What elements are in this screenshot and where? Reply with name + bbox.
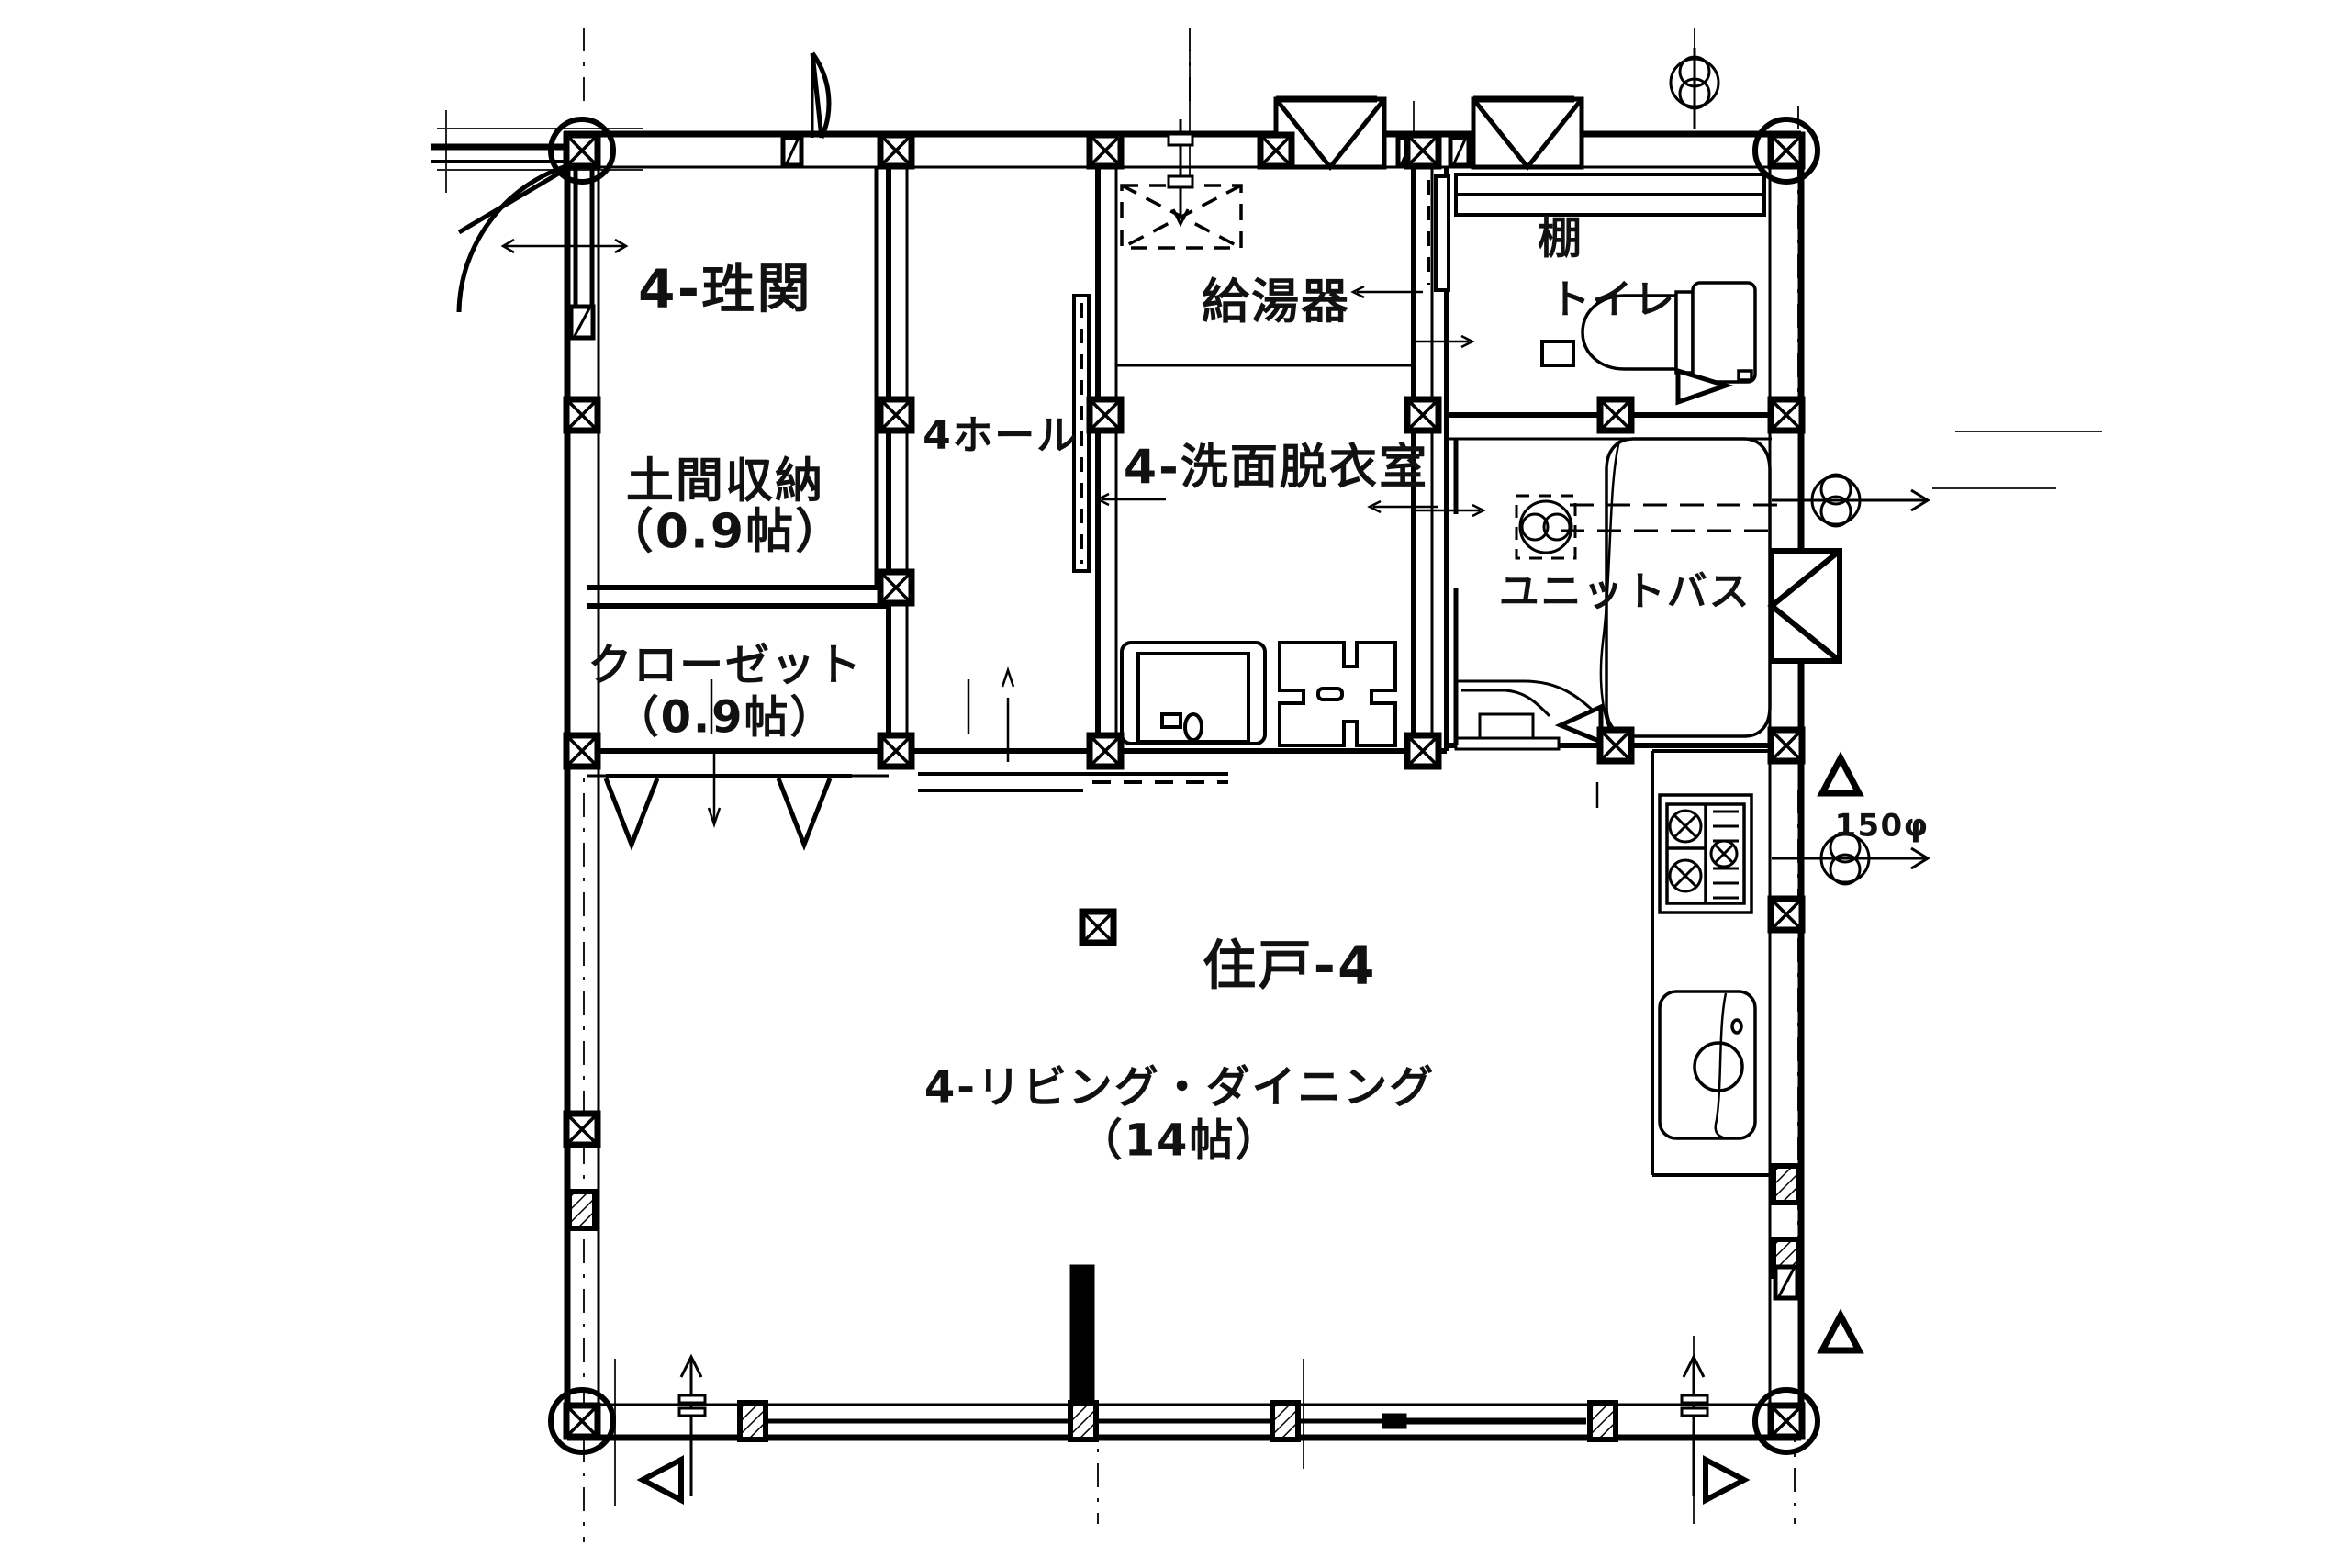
room-label-living-dining: 4-リビング・ダイニング (923, 1061, 1436, 1114)
room-label-genkan: 4-珄関 (638, 257, 812, 320)
room-label-washroom: 4-洗面脱衣室 (1123, 440, 1429, 496)
room-label-doma: 土間収納 (625, 454, 825, 510)
room-label-water-heater: 給湯器 (1201, 274, 1351, 330)
unit-title: 住戸-4 (1203, 934, 1377, 997)
room-label-unit-bath: ユニットバス (1498, 568, 1751, 616)
room-label-shelf: 棚 (1538, 212, 1583, 264)
annotation-duct-diameter: 150φ (1834, 807, 1930, 845)
room-label-toilet: トイレ (1550, 276, 1676, 324)
room-area-living-dining: （14帖） (1078, 1114, 1281, 1167)
room-area-doma: （0.9帖） (605, 504, 845, 560)
room-label-hall: 4ホール (923, 412, 1079, 460)
room-area-closet: （0.9帖） (614, 691, 836, 744)
room-label-closet: クローゼット (588, 639, 863, 691)
